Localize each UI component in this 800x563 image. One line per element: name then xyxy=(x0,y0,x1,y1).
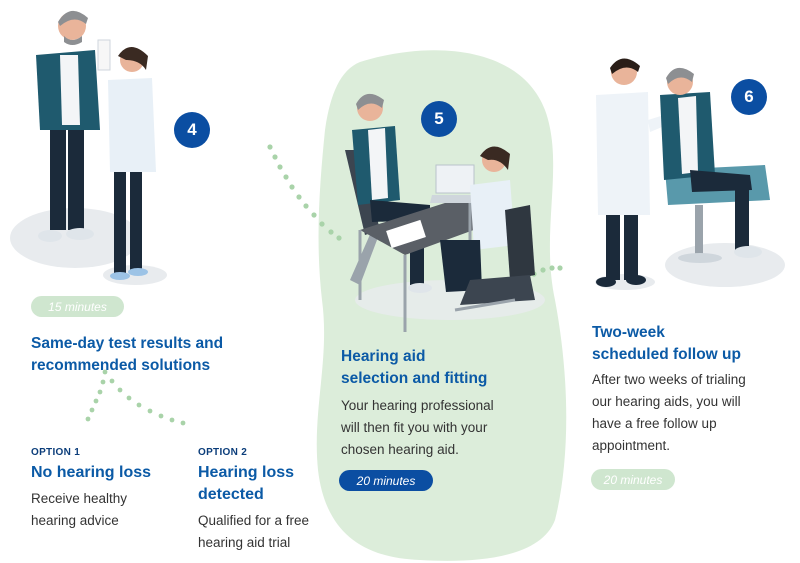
step-5-desc-line2: will then fit you with your xyxy=(341,420,488,435)
step-4-duration: 15 minutes xyxy=(48,299,107,314)
option-2-label: OPTION 2 xyxy=(198,447,248,458)
option-1-desc-line1: Receive healthy xyxy=(31,491,128,506)
step-6-title-line1: Two-week xyxy=(592,324,665,341)
step-5-title-line2: selection and fitting xyxy=(341,370,488,387)
fitting-illustration xyxy=(345,93,545,332)
step-6-desc-line1: After two weeks of trialing xyxy=(592,372,746,387)
option-2-desc-line2: hearing aid trial xyxy=(198,535,291,550)
step-6-duration: 20 minutes xyxy=(603,472,663,487)
step-5-title-line1: Hearing aid xyxy=(341,348,426,365)
step-5-desc-line1: Your hearing professional xyxy=(341,398,494,413)
step-6-duration-badge: 20 minutes xyxy=(591,469,675,490)
step-5-badge: 5 xyxy=(421,101,457,137)
step-5-number: 5 xyxy=(434,109,444,128)
step-6-description: After two weeks of trialing our hearing … xyxy=(592,369,746,457)
option-2-title: Hearing loss detected xyxy=(198,462,294,506)
step-6-number: 6 xyxy=(744,87,754,106)
step-6-badge: 6 xyxy=(731,79,767,115)
consultation-illustration xyxy=(10,10,167,285)
option-2-title-line1: Hearing loss xyxy=(198,464,295,481)
step-4-duration-badge: 15 minutes xyxy=(31,296,124,317)
option-1-desc-line2: hearing advice xyxy=(31,513,119,528)
option-1-label: OPTION 1 xyxy=(31,447,81,458)
followup-illustration xyxy=(595,58,785,290)
step-5-title: Hearing aid selection and fitting xyxy=(341,346,487,390)
step-4-number: 4 xyxy=(187,120,197,139)
step-6-desc-line3: have a free follow up xyxy=(592,416,717,431)
step-5-desc-line3: chosen hearing aid. xyxy=(341,442,459,457)
step-6-desc-line4: appointment. xyxy=(592,438,671,453)
dotted-branch-options xyxy=(85,369,186,426)
option-1-title: No hearing loss xyxy=(31,464,152,481)
option-2-desc-line1: Qualified for a free xyxy=(198,513,310,528)
step-4-badge: 4 xyxy=(174,112,210,148)
step-4-title-line2: recommended solutions xyxy=(31,357,211,374)
step-6-title: Two-week scheduled follow up xyxy=(592,322,741,366)
option-1-description: Receive healthy hearing advice xyxy=(31,488,127,532)
step-6-title-line2: scheduled follow up xyxy=(592,346,741,363)
option-2-title-line2: detected xyxy=(198,486,264,503)
step-5-duration-badge: 20 minutes xyxy=(339,470,433,491)
dotted-connector-4-5 xyxy=(267,144,342,241)
option-2-description: Qualified for a free hearing aid trial xyxy=(198,510,309,554)
step-4-title: Same-day test results and recommended so… xyxy=(31,333,223,377)
step-6-desc-line2: our hearing aids, you will xyxy=(592,394,741,409)
step-5-description: Your hearing professional will then fit … xyxy=(341,395,494,461)
step-5-duration: 20 minutes xyxy=(356,473,416,488)
step-4-title-line1: Same-day test results and xyxy=(31,335,224,352)
